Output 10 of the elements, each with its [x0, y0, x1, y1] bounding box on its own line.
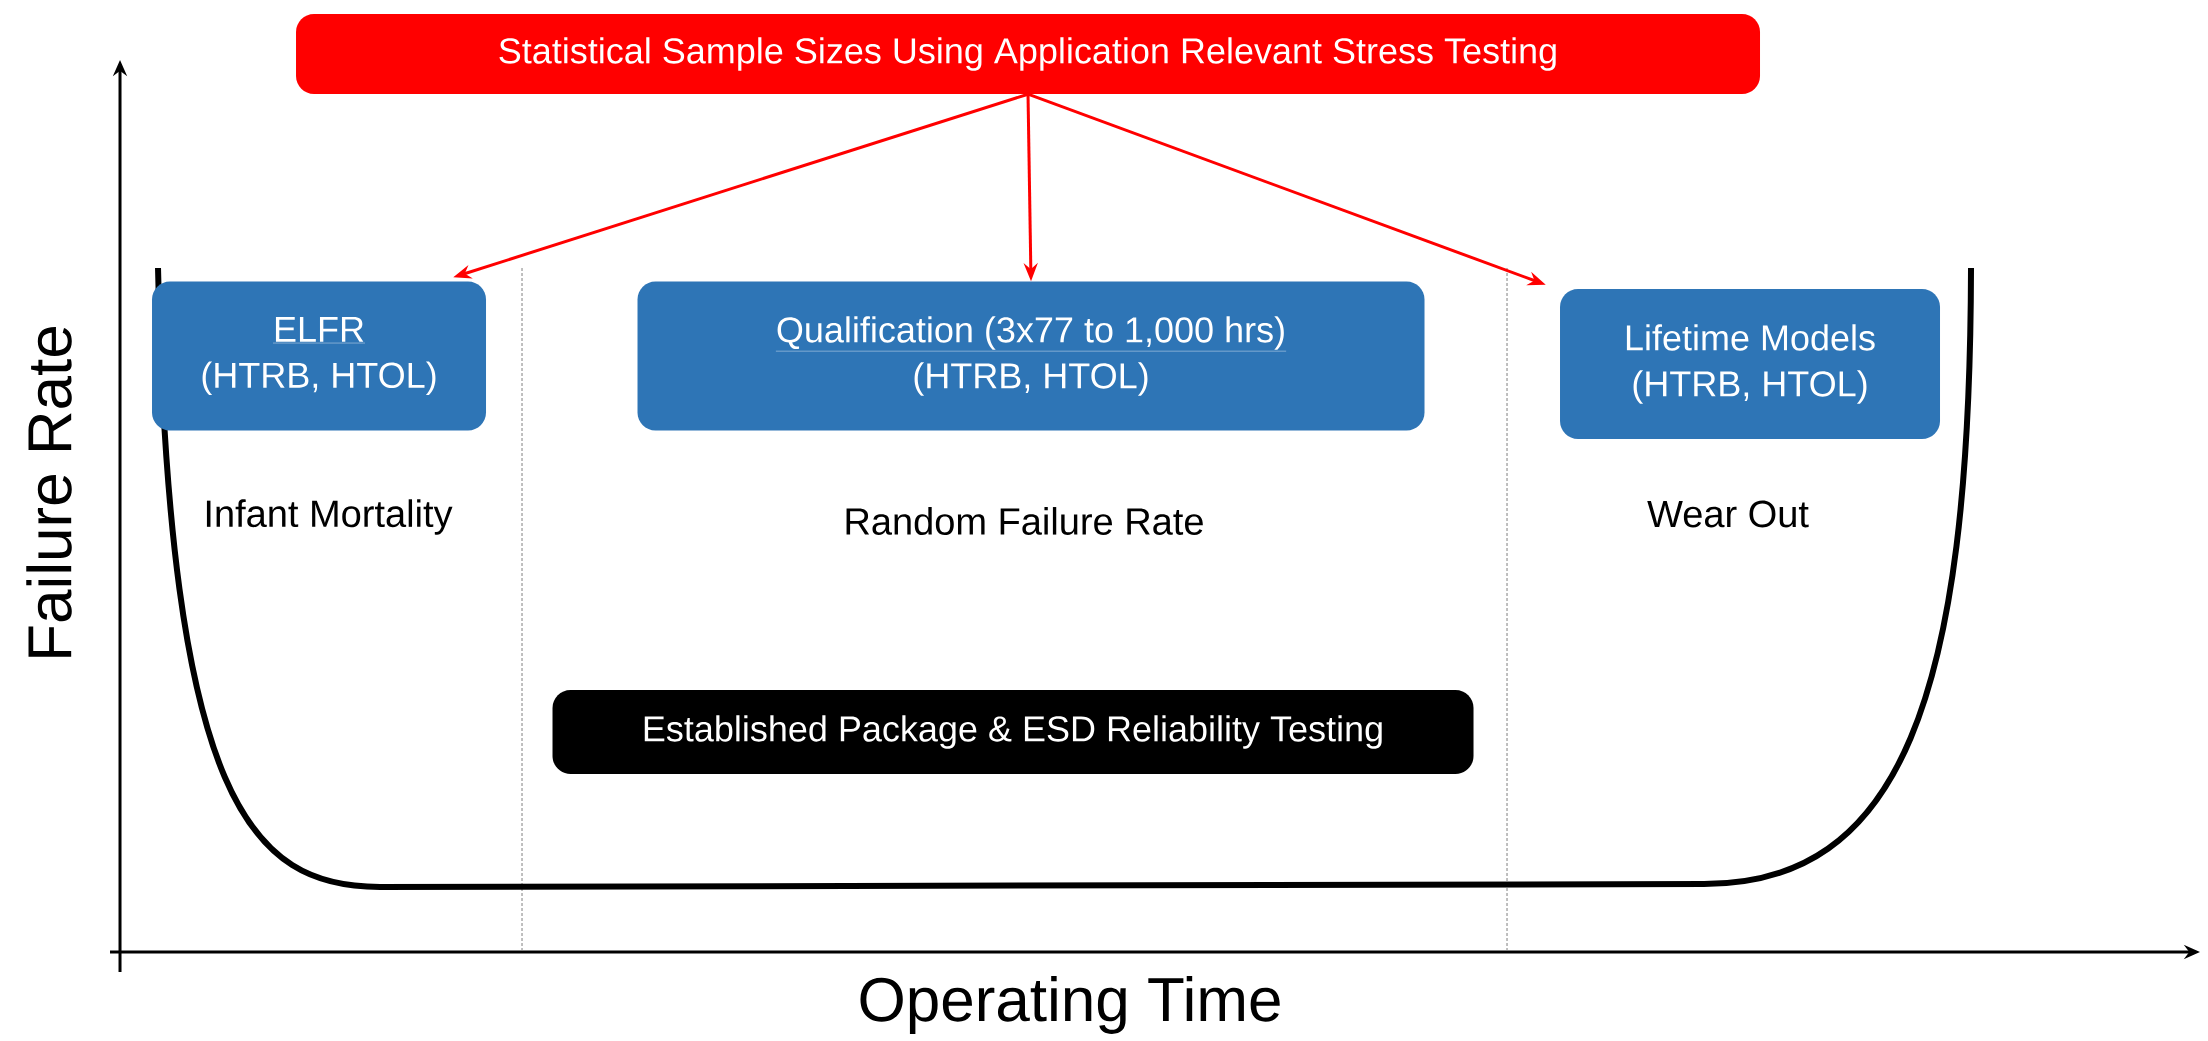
region-label: Random Failure Rate: [846, 507, 1203, 535]
region-label: Wear Out: [1647, 500, 1809, 528]
process-box: Qualification (3x77 to 1,000 hrs) (HTRB, HTOL): [637, 281, 1425, 431]
process-box: Established Package & ESD Reliability Testing: [552, 690, 1474, 774]
axis-label: Failure Rate: [26, 327, 72, 657]
process-box: ELFR (HTRB, HTOL): [152, 281, 486, 431]
region-label: Infant Mortality: [206, 499, 453, 535]
process-box: Lifetime Models (HTRB, HTOL): [1560, 289, 1940, 439]
axis-label: Operating Time: [860, 976, 1280, 1034]
title-banner: Statistical Sample Sizes Using Application Relevant Stress Testing: [296, 14, 1760, 94]
